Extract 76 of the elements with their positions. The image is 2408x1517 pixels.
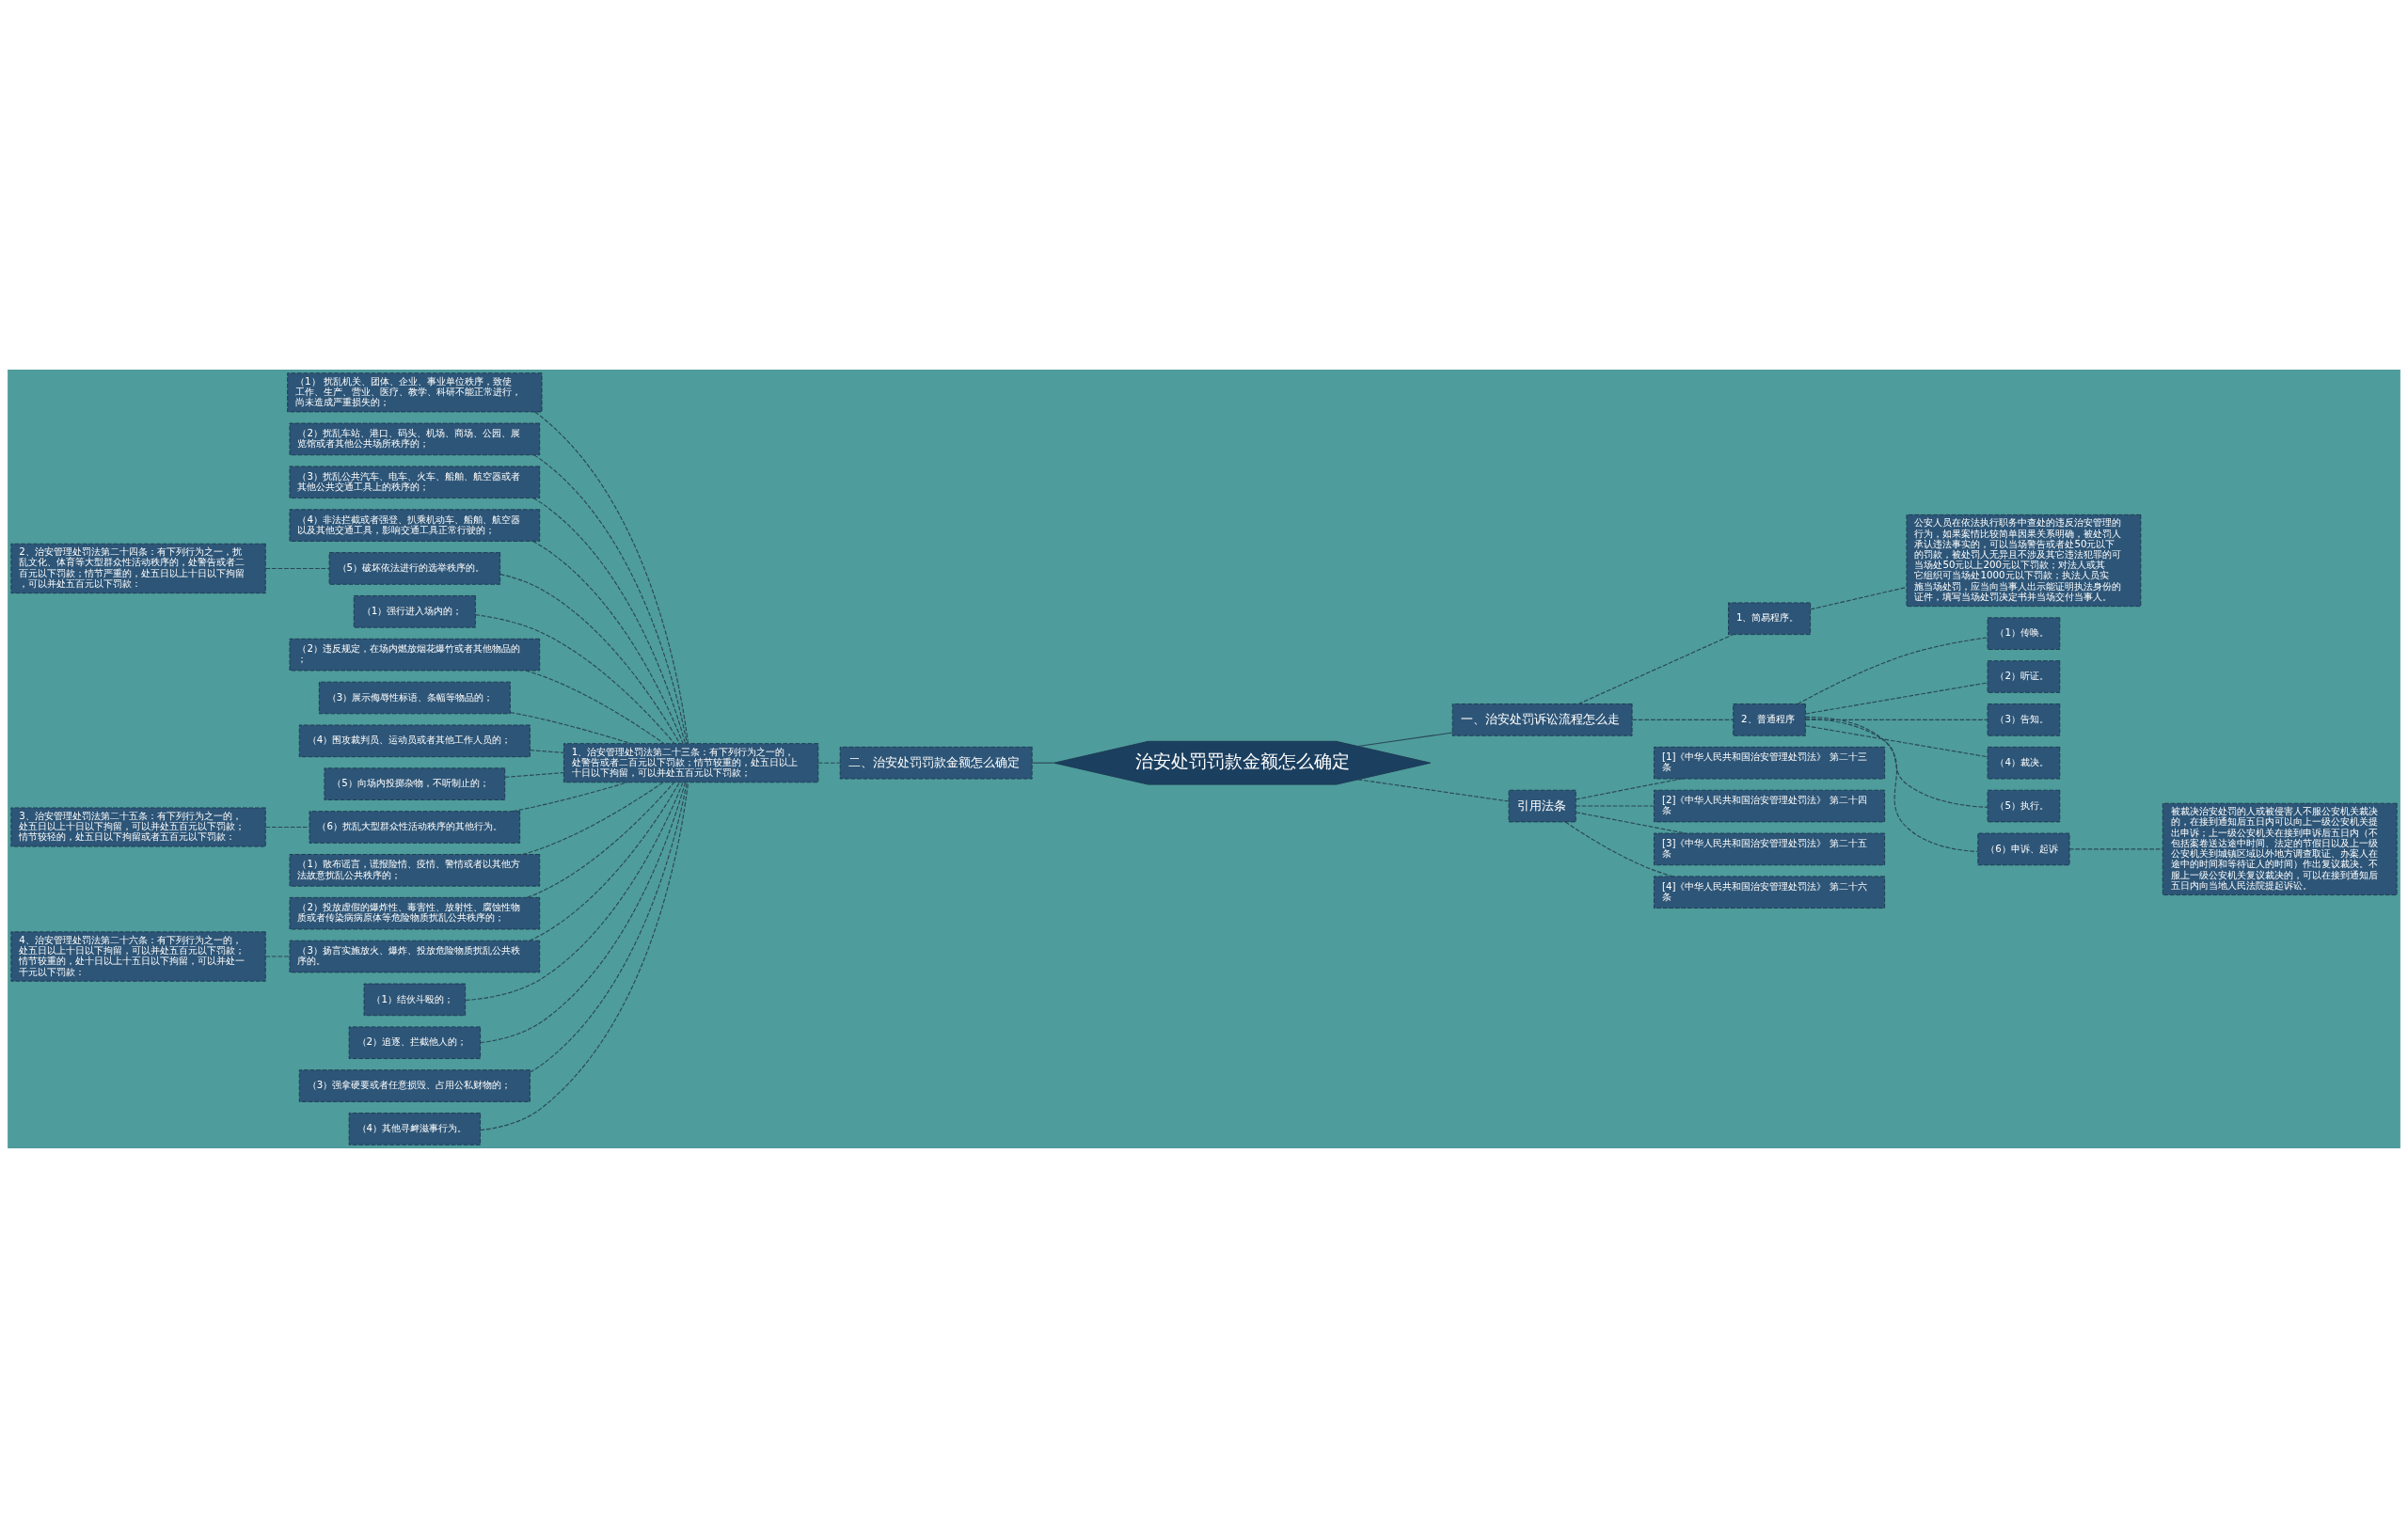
connector	[1805, 716, 1979, 852]
connector	[817, 762, 841, 764]
node-box: 2、普通程序	[1733, 703, 1806, 736]
node-box: （5）执行。	[1987, 789, 2061, 822]
connector	[532, 497, 686, 744]
connector	[521, 781, 664, 855]
node-box: （2）投放虚假的爆炸性、毒害性、放射性、腐蚀性物质或者传染病病原体等危险物质扰乱公共秩序的；	[289, 896, 541, 929]
node-box: 1、治安管理处罚法第二十三条：有下列行为之一的，处警告或者二百元以下罚款；情节较重的，处五日以上十日以下拘留，可以并处五百元以下罚款；	[562, 742, 819, 782]
node-box: 一、治安处罚诉讼流程怎么走	[1451, 703, 1633, 736]
connector	[529, 781, 688, 1073]
connector	[1805, 719, 1988, 720]
connector	[525, 670, 665, 744]
connector	[1631, 719, 1735, 720]
node-box: （1）传唤。	[1987, 616, 2061, 650]
connector	[526, 781, 675, 898]
node-box: （1）强行进入场内的；	[353, 594, 476, 628]
node-box: 1、简易程序。	[1728, 601, 1811, 635]
node-box: （1） 扰乱机关、团体、企业、事业单位秩序，致使工作、生产、营业、医疗、教学、科研不能正常进行，尚未造成严重损失的；	[287, 371, 543, 412]
connector	[2068, 847, 2163, 849]
connector	[499, 573, 681, 744]
connector	[1575, 778, 1683, 800]
node-box: （4）围攻裁判员、运动员或者其他工作人员的；	[298, 724, 531, 757]
connector	[1804, 717, 1988, 808]
node-box: （3）展示侮辱性标语、条幅等物品的；	[318, 681, 511, 714]
node-box: （3）扰乱公共汽车、电车、火车、船舶、航空器或者其他公共交通工具上的秩序的；	[289, 465, 541, 498]
connector	[1575, 811, 1687, 834]
node-box: 公安人员在依法执行职务中查处的违反治安管理的行为，如果案情比较简单因果关系明确，被处罚人承认违法事实的，可以当场警告或者处50元以下的罚款，被处罚人无异且不涉及其它违法犯罪的可当场处50元以上200元以下罚款；对法人或其它组织可当场处1000元以下罚款；执法人员实施当场处罚，应当向当事人出示能证明执法身份的证件，填写当场处罚决定书并当场交付当事人。	[1906, 514, 2142, 607]
node-box: （6）扰乱大型群众性活动秩序的其他行为。	[309, 810, 521, 844]
connector	[264, 826, 310, 828]
connector	[504, 771, 564, 778]
node-box: （1）结伙斗殴的；	[363, 983, 467, 1016]
connector	[264, 567, 330, 569]
node-box: （5）破坏依法进行的选举秩序的。	[328, 551, 501, 585]
connector	[474, 613, 675, 744]
node-box: 引用法条	[1508, 789, 1576, 822]
node-box: （4）裁决。	[1987, 746, 2061, 779]
node-box: （6）申诉、起诉	[1977, 832, 2070, 865]
node-box: （3）扬言实施放火、爆炸、投放危险物质扰乱公共秩序的。	[289, 940, 541, 972]
node-box: 二、治安处罚罚款金额怎么确定	[839, 746, 1033, 779]
connector	[1797, 636, 1988, 704]
connector	[529, 781, 680, 941]
connector	[531, 540, 684, 744]
connector	[480, 781, 686, 1043]
connector	[509, 711, 632, 744]
connector	[264, 956, 291, 957]
connector	[1575, 805, 1655, 807]
node-box: [1]《中华人民共和国治安管理处罚法》 第二十三条	[1654, 746, 1886, 779]
node-box: （1）散布谣言，谎报险情、疫情、警情或者以其他方法故意扰乱公共秩序的；	[289, 853, 541, 887]
node-box: （5）向场内投掷杂物，不听制止的；	[324, 766, 506, 800]
node-box: [3]《中华人民共和国治安管理处罚法》 第二十五条	[1654, 832, 1886, 865]
connector	[1357, 778, 1510, 802]
connector	[529, 749, 564, 753]
connector	[1031, 762, 1055, 764]
node-box: 4、治安管理处罚法第二十六条：有下列行为之一的，处五日以上十日以下拘留，可以并处五百元以下罚款；情节较重的，处十日以上十五日以下拘留，可以并处一千元以下罚款：	[10, 930, 266, 982]
connector	[465, 781, 684, 1001]
node-box: （3）强拿硬要或者任意损毁、占用公私财物的；	[298, 1068, 531, 1102]
node-box: 被裁决治安处罚的人或被侵害人不服公安机关裁决的，在接到通知后五日内可以向上一级公安机关提出申诉；上一级公安机关在接到申诉后五日内（不包括案卷送达途中时间、法定的节假日以及上一级公安机关到城镇区域以外地方调查取证、办案人在途中的时间和等待证人的时间）作出复议裁决。不服上一级公安机关复议裁决的，可以在接到通知后五日内向当地人民法院提起诉讼。	[2162, 802, 2398, 895]
node-box: （2）违反规定，在场内燃放烟花爆竹或者其他物品的；	[289, 638, 541, 671]
connector	[480, 781, 689, 1130]
node-box: （2）追逐、拦截他人的；	[348, 1025, 482, 1059]
node-box: 2、治安管理处罚法第二十四条：有下列行为之一，扰乱文化、体育等大型群众性活动秩序的，处警告或者二百元以下罚款；情节严重的，处五日以上十日以下拘留，可以并处五百元以下罚款：	[10, 543, 266, 593]
node-box: （3）告知。	[1987, 703, 2061, 736]
node-box: （4）其他寻衅滋事行为。	[348, 1112, 482, 1146]
node-box: （2）听证。	[1987, 659, 2061, 693]
connector	[1805, 681, 1988, 714]
connector	[1577, 633, 1734, 704]
node-box: （2）扰乱车站、港口、码头、机场、商场、公园、展览馆或者其他公共场所秩序的；	[289, 422, 541, 455]
node-box: （4）非法拦截或者强登、扒乘机动车、船舶、航空器以及其他交通工具，影响交通工具正常行驶的；	[289, 508, 541, 542]
connector	[512, 781, 628, 812]
node-box: [2]《中华人民共和国治安管理处罚法》 第二十四条	[1654, 789, 1886, 822]
connector	[1564, 820, 1674, 877]
connector	[1805, 724, 1988, 757]
node-box: [4]《中华人民共和国治安管理处罚法》 第二十六条	[1654, 875, 1886, 909]
node-box: 3、治安管理处罚法第二十五条：有下列行为之一的，处五日以上十日以下拘留，可以并处五百元以下罚款；情节较轻的，处五日以下拘留或者五百元以下罚款：	[10, 806, 266, 847]
connector	[1810, 586, 1908, 609]
connector	[1357, 731, 1453, 747]
